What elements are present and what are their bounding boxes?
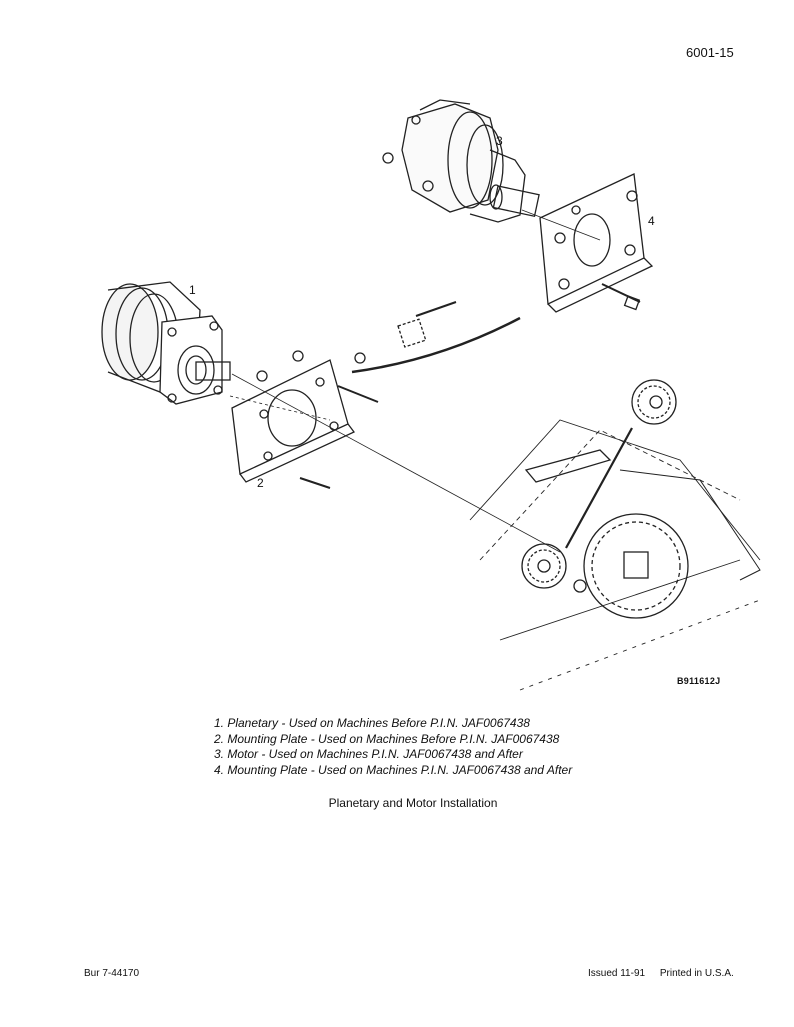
footer-issue-info: Issued 11-91 Printed in U.S.A. [588,968,734,979]
callout-2: 2 [257,476,264,490]
machine-frame [469,419,761,691]
callout-3: 3 [496,134,503,148]
footer-issued: Issued 11-91 [588,968,646,979]
figure-code: B911612J [677,676,721,686]
legend-item: 2. Mounting Plate - Used on Machines Bef… [214,731,560,746]
sprocket-small-upper [631,379,677,425]
legend-item: 1. Planetary - Used on Machines Before P… [214,716,530,730]
page-number: 6001-15 [686,45,734,60]
planetary-illustration [101,281,231,405]
sprocket-small-lower [521,543,587,593]
parts-legend: 1. Planetary - Used on Machines Before P… [214,716,572,778]
sprocket-large [583,513,689,619]
figure-caption: Planetary and Motor Installation [328,796,498,810]
callout-1: 1 [189,283,196,297]
mounting-plate-2 [231,301,457,489]
legend-item: 3. Motor - Used on Machines P.I.N. JAF00… [214,747,523,761]
footer-doc-number: Bur 7-44170 [84,968,140,979]
callout-4: 4 [648,214,655,228]
mounting-plate-4 [539,173,654,313]
legend-item: 4. Mounting Plate - Used on Machines P.I… [214,762,573,777]
footer-printed: Printed in U.S.A. [659,968,734,979]
motor-illustration [382,99,540,223]
